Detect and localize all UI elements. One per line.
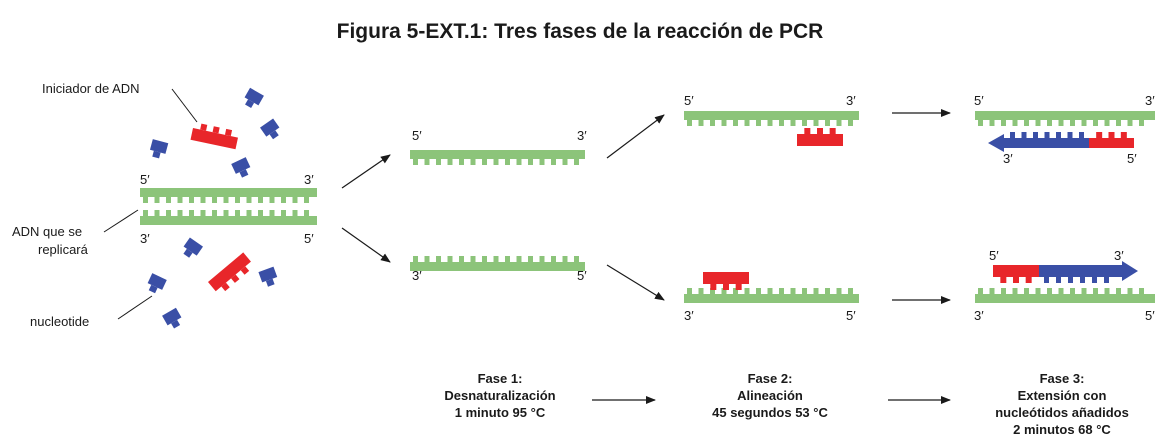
end-label-5-anneal-bottom: 5′ xyxy=(846,308,856,323)
label-primer: Iniciador de ADN xyxy=(42,81,140,96)
end-label-5-new-top: 5′ xyxy=(1127,151,1137,166)
phase-1-line3: 1 minuto 95 °C xyxy=(455,405,546,420)
end-label-5-ext-bottom: 5′ xyxy=(1145,308,1155,323)
free-nucleotides xyxy=(147,87,280,329)
phase-2-line2: Alineación xyxy=(737,388,803,403)
end-label-5-top-original: 5′ xyxy=(140,172,150,187)
nucleotide-5 xyxy=(183,237,203,258)
dna-strand-original-top xyxy=(140,188,317,203)
end-label-3-anneal-top: 3′ xyxy=(846,93,856,108)
arrow-to-denat-top xyxy=(341,154,391,189)
figure-title: Figura 5-EXT.1: Tres fases de la reacció… xyxy=(336,20,824,43)
nucleotide-7 xyxy=(147,273,167,294)
phase-3-line2: Extensión con xyxy=(1018,388,1107,403)
end-label-5-denat-bottom: 5′ xyxy=(577,268,587,283)
end-label-3-denat-bottom: 3′ xyxy=(412,268,422,283)
end-labels: 5′ 3′ 3′ 5′ 5′ 3′ 3′ 5′ 5′ 3′ 3′ 5′ 5′ 3… xyxy=(140,93,1155,323)
phase-2-caption: Fase 2: Alineación 45 segundos 53 °C xyxy=(712,371,828,420)
extended-strand-bottom xyxy=(993,261,1138,283)
end-label-5-ext-top: 5′ xyxy=(974,93,984,108)
nucleotide-6 xyxy=(258,266,278,287)
nucleotide-2 xyxy=(260,118,280,140)
dna-strand-anneal-bottom xyxy=(684,288,859,303)
primer-free-lower xyxy=(208,252,251,292)
end-label-3-ext-bottom: 3′ xyxy=(974,308,984,323)
end-label-3-top-original: 3′ xyxy=(304,172,314,187)
end-label-3-ext-top: 3′ xyxy=(1145,93,1155,108)
phase-3-caption: Fase 3: Extensión con nucleótidos añadid… xyxy=(995,371,1129,437)
end-label-3-new-bottom: 3′ xyxy=(1114,248,1124,263)
leader-nucleotide xyxy=(117,295,153,320)
phase-1-line2: Desnaturalización xyxy=(444,388,555,403)
dna-strand-denatured-bottom xyxy=(410,256,585,271)
arrow-to-anneal-bottom xyxy=(606,264,665,301)
phase-2-line1: Fase 2: xyxy=(748,371,793,386)
leader-dna xyxy=(103,209,139,233)
phase-2-line3: 45 segundos 53 °C xyxy=(712,405,828,420)
nucleotide-8 xyxy=(162,307,182,329)
extended-strand-top xyxy=(988,132,1134,152)
primer-free-upper xyxy=(190,123,238,150)
end-label-5-denat-top: 5′ xyxy=(412,128,422,143)
primer-extension-bottom xyxy=(993,265,1039,283)
primer-extension-top xyxy=(1089,132,1134,148)
end-label-3-denat-top: 3′ xyxy=(577,128,587,143)
primer-annealed-top xyxy=(797,128,843,146)
nucleotide-4 xyxy=(231,157,251,178)
phase-3-line3: nucleótidos añadidos xyxy=(995,405,1129,420)
phase-3-line4: 2 minutos 68 °C xyxy=(1013,422,1111,437)
end-label-5-bottom-original: 5′ xyxy=(304,231,314,246)
process-arrows xyxy=(341,109,951,404)
label-dna-line2: replicará xyxy=(38,242,89,257)
nucleotide-1 xyxy=(244,87,264,109)
dna-strand-original-bottom xyxy=(140,210,317,225)
phase-1-line1: Fase 1: xyxy=(478,371,523,386)
leader-primer xyxy=(171,88,198,123)
end-label-3-anneal-bottom: 3′ xyxy=(684,308,694,323)
phase-3-line1: Fase 3: xyxy=(1040,371,1085,386)
arrow-to-anneal-top xyxy=(606,114,665,159)
dna-strand-denatured-top xyxy=(410,150,585,165)
nucleotide-3 xyxy=(149,139,169,159)
arrow-to-denat-bottom xyxy=(341,227,391,263)
primer-annealed-bottom xyxy=(703,272,749,290)
end-label-5-anneal-top: 5′ xyxy=(684,93,694,108)
primers xyxy=(190,123,1138,292)
label-dna-line1: ADN que se xyxy=(12,224,82,239)
end-label-5-new-bottom: 5′ xyxy=(989,248,999,263)
label-nucleotide: nucleotide xyxy=(30,314,89,329)
phase-1-caption: Fase 1: Desnaturalización 1 minuto 95 °C xyxy=(444,371,555,420)
end-label-3-bottom-original: 3′ xyxy=(140,231,150,246)
dna-strands xyxy=(140,111,1155,303)
dna-strand-anneal-top xyxy=(684,111,859,126)
dna-strand-extension-bottom xyxy=(975,288,1155,303)
end-label-3-new-top: 3′ xyxy=(1003,151,1013,166)
dna-strand-extension-top xyxy=(975,111,1155,126)
